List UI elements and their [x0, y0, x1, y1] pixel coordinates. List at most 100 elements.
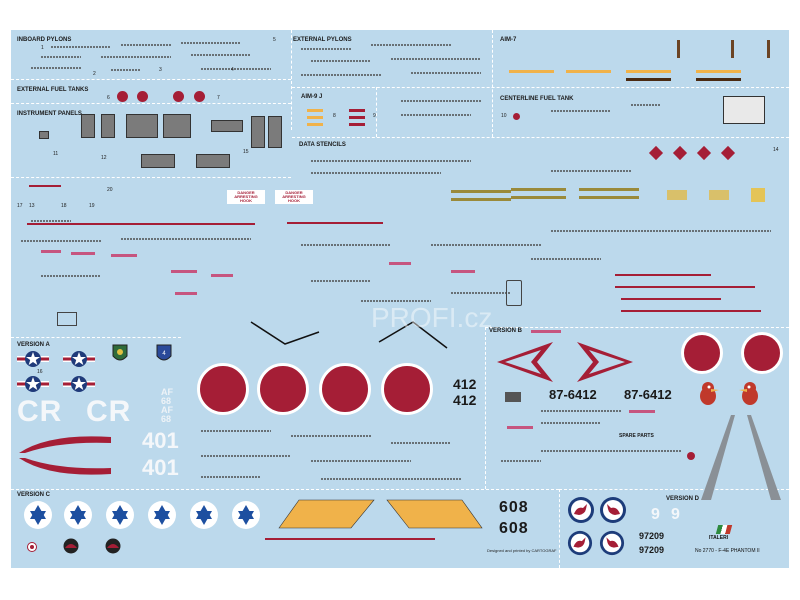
section-label-external-fuel-tanks: EXTERNAL FUEL TANKS: [17, 87, 89, 93]
decal-number: 5: [273, 37, 276, 43]
decal-sheet: INBOARD PYLONS EXTERNAL PYLONS AIM-7 EXT…: [11, 30, 789, 568]
decal-number: 11: [53, 151, 59, 157]
stencil: [31, 67, 81, 69]
divider: [11, 79, 291, 80]
squadron-badge-icon: [112, 344, 128, 361]
squadron-emblem-icon: [105, 538, 121, 554]
wing-badge-icon: 4: [156, 344, 172, 361]
red-hairline: [265, 538, 435, 540]
hinomaru-roundel: [319, 363, 371, 415]
instrument-panel: [268, 116, 282, 148]
section-label-aim9j: AIM-9 J: [301, 94, 323, 100]
pink-stencil: [531, 330, 561, 333]
decal-number: 20: [107, 187, 113, 193]
instrument-panel: [81, 114, 95, 138]
fuel-tank-red-dot: [137, 91, 148, 102]
pink-stencil: [211, 274, 233, 277]
stencil: [181, 42, 241, 44]
pink-stencil: [451, 270, 475, 273]
decal-number: 2: [93, 71, 96, 77]
rescue-chevron: [720, 145, 736, 161]
pink-stencil: [389, 262, 411, 265]
version-b-tail-flash: [497, 342, 553, 382]
instrument-panel: [251, 116, 265, 148]
version-d-serial: 97209: [639, 531, 665, 541]
danger-label: DANGER ARRESTING HOOK: [227, 190, 265, 204]
svg-text:4: 4: [162, 351, 166, 357]
instrument-panel: [126, 114, 158, 138]
stencil: [121, 238, 251, 240]
aim7-stripe: [626, 70, 671, 73]
aim7-stripe: [696, 78, 741, 81]
version-d-number-9: 9: [651, 506, 660, 523]
stencil: [311, 460, 411, 462]
decal-number: 8: [333, 113, 336, 119]
hinomaru-roundel: [197, 363, 249, 415]
logo-flag-icon: [715, 525, 733, 534]
section-label-version-d: VERSION D: [666, 496, 700, 502]
stencil: [41, 275, 101, 277]
stencil: [301, 48, 351, 50]
divider: [485, 327, 789, 328]
red-hairline: [29, 185, 61, 187]
hinomaru-roundel: [257, 363, 309, 415]
aim7-fin: [731, 40, 734, 58]
decal-number: 10: [501, 113, 507, 119]
stencil-block: [667, 190, 687, 200]
stencil: [391, 442, 451, 444]
decal-number: 13: [29, 203, 35, 209]
aim9-red-stripe: [349, 123, 365, 126]
divider: [492, 30, 493, 137]
pink-stencil: [171, 270, 197, 273]
pink-stencil: [41, 250, 61, 253]
stencil: [451, 292, 511, 294]
stencil: [311, 60, 371, 62]
stencil: [551, 230, 771, 232]
decal-number: 14: [773, 147, 779, 153]
version-b-number-412: 412: [453, 376, 477, 392]
brand-logo: ITALERI: [709, 525, 741, 541]
decal-number: 15: [243, 149, 249, 155]
stencil: [391, 58, 481, 60]
version-b-serial: 87-6412: [549, 387, 597, 402]
instrument-panel: [196, 154, 230, 168]
instrument-panel: [141, 154, 175, 168]
stencil: [21, 240, 101, 242]
small-red-dot: [687, 452, 695, 460]
pink-stencil: [71, 252, 95, 255]
tail-code-cr-left: CR: [17, 395, 63, 428]
stencil: [501, 460, 541, 462]
red-hairline: [621, 310, 761, 312]
stencil: [311, 160, 471, 162]
stencil: [201, 455, 291, 457]
stencil: [541, 450, 681, 452]
divider: [292, 87, 789, 88]
stencil-block: [511, 196, 566, 199]
section-label-version-a: VERSION A: [17, 342, 50, 348]
stencil: [111, 69, 141, 71]
star-of-david-roundel: [190, 501, 218, 529]
tail-swoosh: [19, 436, 111, 453]
version-b-serial: 87-6412: [624, 387, 672, 402]
kangaroo-roundel: [599, 530, 625, 556]
instrument-panel: [39, 131, 49, 139]
section-label-instrument-panels: INSTRUMENT PANELS: [17, 111, 82, 117]
rescue-chevron: [696, 145, 712, 161]
stencil: [311, 172, 441, 174]
red-hairline: [287, 222, 383, 224]
kangaroo-roundel: [568, 497, 594, 523]
decal-number: 17: [17, 203, 23, 209]
usaf-star-insignia: [63, 351, 95, 367]
stencil: [361, 300, 431, 302]
version-b-tail-flash: [577, 342, 633, 382]
stencil: [551, 110, 611, 112]
decal-number: 1: [41, 45, 44, 51]
kangaroo-roundel: [567, 530, 593, 556]
star-of-david-roundel: [24, 501, 52, 529]
stencil: [301, 74, 381, 76]
version-b-number-412: 412: [453, 392, 477, 408]
divider: [291, 30, 292, 130]
stencil-block: [709, 190, 729, 200]
section-label-version-c: VERSION C: [17, 492, 51, 498]
decal-number: 7: [217, 95, 220, 101]
